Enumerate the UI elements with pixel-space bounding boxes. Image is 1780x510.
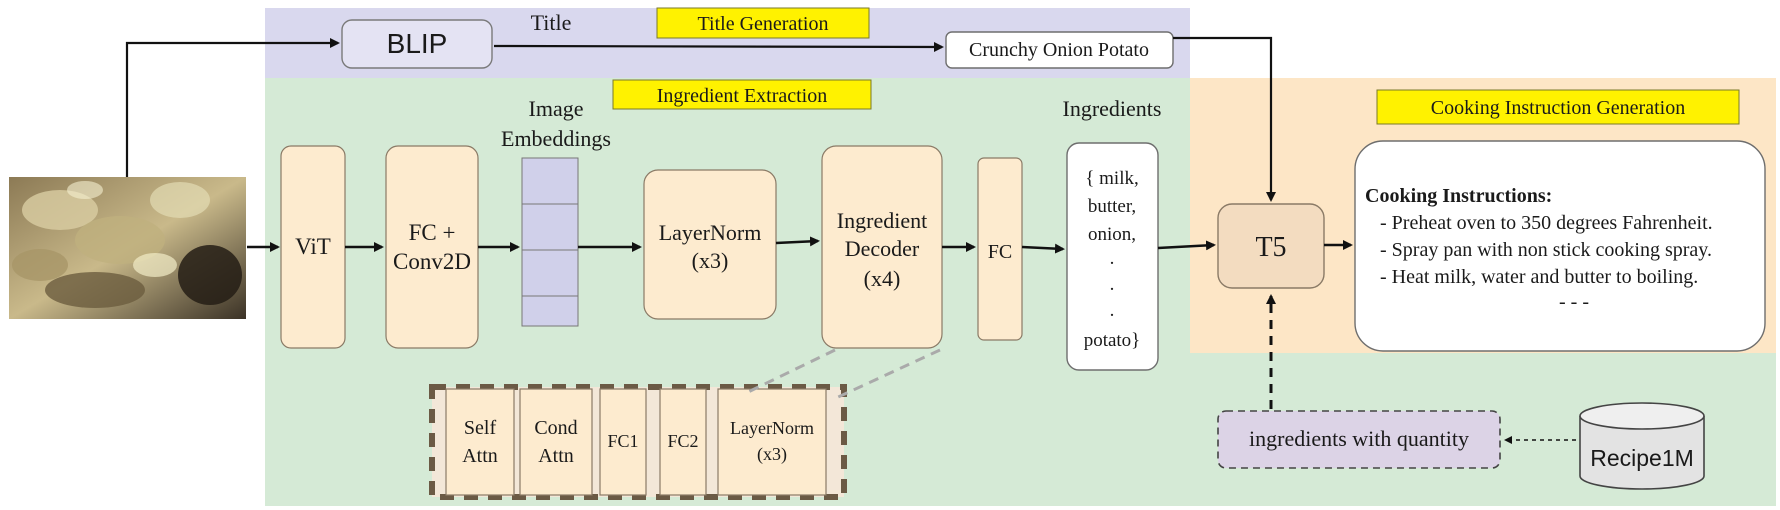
title-generation-tag: Title Generation <box>656 7 870 39</box>
embeddings-label-line1: Image <box>529 96 584 121</box>
svg-text:Cooking Instructions:: Cooking Instructions: <box>1365 185 1552 207</box>
svg-text:- Preheat oven to 350 degrees: - Preheat oven to 350 degrees Fahrenheit… <box>1380 212 1713 234</box>
blip-box: BLIP <box>341 19 493 69</box>
ingredient-decoder-box: Ingredient Decoder (x4) <box>821 145 943 349</box>
fc-box: FC <box>977 157 1023 341</box>
svg-text:(x4): (x4) <box>864 266 901 291</box>
svg-text:potato}: potato} <box>1084 330 1141 351</box>
vit-box: ViT <box>280 145 346 349</box>
arrow-blip-to-title <box>493 41 944 52</box>
svg-text:Crunchy Onion Potato: Crunchy Onion Potato <box>969 39 1149 61</box>
ingredient-extraction-tag: Ingredient Extraction <box>612 79 872 110</box>
title-label: Title <box>531 10 572 35</box>
svg-text:Self: Self <box>464 417 497 439</box>
arrow-fc-to-ingredients <box>1021 243 1065 254</box>
svg-text:LayerNorm: LayerNorm <box>659 220 762 245</box>
svg-text:Cond: Cond <box>534 417 577 439</box>
svg-text:Ingredient Extraction: Ingredient Extraction <box>657 85 828 107</box>
zoom-line-right <box>835 348 941 400</box>
title-output-box: Crunchy Onion Potato <box>945 31 1174 69</box>
svg-text:- Heat milk, water and butter: - Heat milk, water and butter to boiling… <box>1380 266 1698 288</box>
svg-text:FC: FC <box>988 241 1012 263</box>
svg-text:Cooking Instruction Generation: Cooking Instruction Generation <box>1431 97 1685 119</box>
input-food-image <box>9 177 246 319</box>
svg-text:(x3): (x3) <box>692 248 729 273</box>
svg-text:Recipe1M: Recipe1M <box>1590 445 1694 471</box>
svg-text:FC2: FC2 <box>667 431 698 451</box>
svg-text:{ milk,: { milk, <box>1085 168 1138 189</box>
svg-text:- - -: - - - <box>1559 291 1589 313</box>
cooking-instruction-tag: Cooking Instruction Generation <box>1376 89 1740 125</box>
svg-text:FC1: FC1 <box>607 431 638 451</box>
ingredients-with-quantity-box: ingredients with quantity <box>1217 410 1501 469</box>
svg-text:.: . <box>1110 274 1115 295</box>
arrow-title-to-t5 <box>1173 36 1276 202</box>
arrow-image-to-blip <box>125 38 340 177</box>
arrow-ingredients-to-t5 <box>1157 240 1216 251</box>
cooking-instructions-box: Cooking Instructions: - Preheat oven to … <box>1354 140 1766 352</box>
svg-text:.: . <box>1110 300 1115 321</box>
svg-text:Title Generation: Title Generation <box>698 13 829 35</box>
svg-text:.: . <box>1110 248 1115 269</box>
svg-text:T5: T5 <box>1255 232 1286 263</box>
t5-box: T5 <box>1217 203 1325 289</box>
recipe1m-database-icon: Recipe1M <box>1579 402 1705 490</box>
svg-text:BLIP: BLIP <box>387 28 448 59</box>
ingredients-list-box: { milk, butter, onion, . . . potato} <box>1066 142 1159 371</box>
svg-text:onion,: onion, <box>1088 224 1136 245</box>
svg-text:Conv2D: Conv2D <box>393 249 471 274</box>
svg-text:ingredients with quantity: ingredients with quantity <box>1249 426 1469 451</box>
svg-text:Decoder: Decoder <box>845 236 920 261</box>
svg-text:LayerNorm: LayerNorm <box>730 418 814 438</box>
svg-text:FC +: FC + <box>409 220 456 245</box>
svg-text:- Spray pan with non stick coo: - Spray pan with non stick cooking spray… <box>1380 239 1712 261</box>
layernorm-box: LayerNorm (x3) <box>643 169 777 320</box>
svg-text:Attn: Attn <box>538 445 574 467</box>
svg-text:Ingredient: Ingredient <box>837 208 927 233</box>
image-embeddings-stack <box>521 157 579 327</box>
decoder-detail-panel: Self Attn Cond Attn FC1 FC2 LayerNorm (x… <box>429 384 847 500</box>
svg-text:Attn: Attn <box>462 445 498 467</box>
ingredients-heading: Ingredients <box>1063 96 1162 121</box>
embeddings-label-line2: Embeddings <box>501 126 611 151</box>
svg-text:butter,: butter, <box>1088 196 1136 217</box>
svg-text:(x3): (x3) <box>757 444 787 465</box>
arrow-layernorm-to-decoder <box>775 236 820 247</box>
svg-text:ViT: ViT <box>295 234 331 259</box>
fc-conv2d-box: FC + Conv2D <box>385 145 479 349</box>
